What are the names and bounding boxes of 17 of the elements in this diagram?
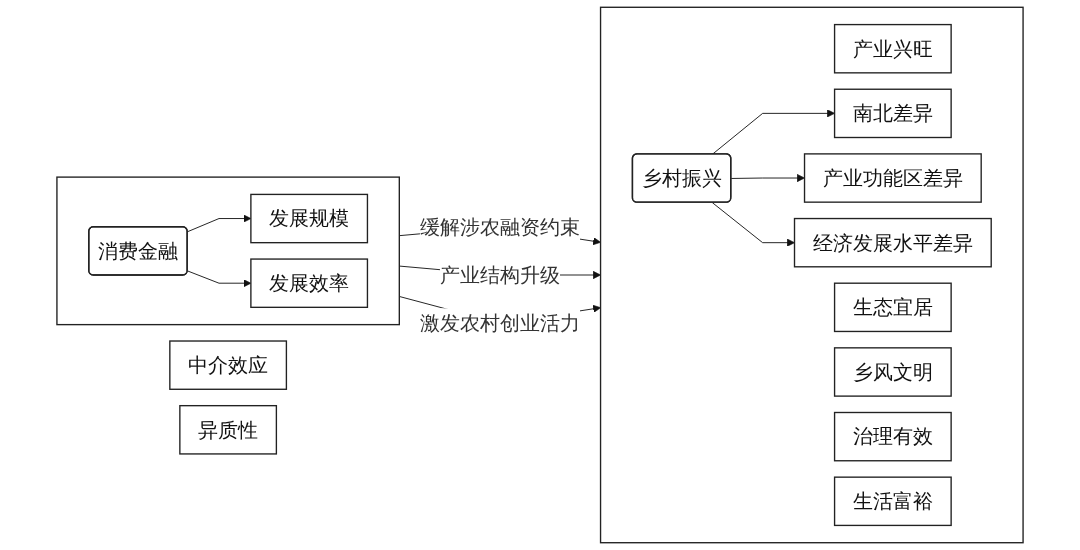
node-box: 产业功能区差异	[803, 153, 982, 203]
node-box: 乡风文明	[833, 347, 952, 397]
node-box: 生态宜居	[833, 282, 952, 333]
node-box: 产业兴旺	[833, 23, 952, 74]
edge-label: 产业结构升级	[439, 263, 561, 287]
node-box: 发展效率	[250, 258, 369, 308]
node-box: 治理有效	[833, 411, 952, 462]
node-box: 发展规模	[250, 193, 369, 244]
edge-label: 激发农村创业活力	[419, 311, 581, 335]
node-box: 南北差异	[833, 88, 952, 139]
cluster	[56, 176, 400, 326]
cluster	[599, 6, 1024, 544]
node-box: 生活富裕	[833, 476, 952, 527]
node-box: 中介效应	[169, 340, 288, 390]
node-box: 经济发展水平差异	[793, 217, 992, 268]
edge-label: 缓解涉农融资约束	[419, 215, 581, 239]
node-box: 异质性	[179, 405, 278, 455]
